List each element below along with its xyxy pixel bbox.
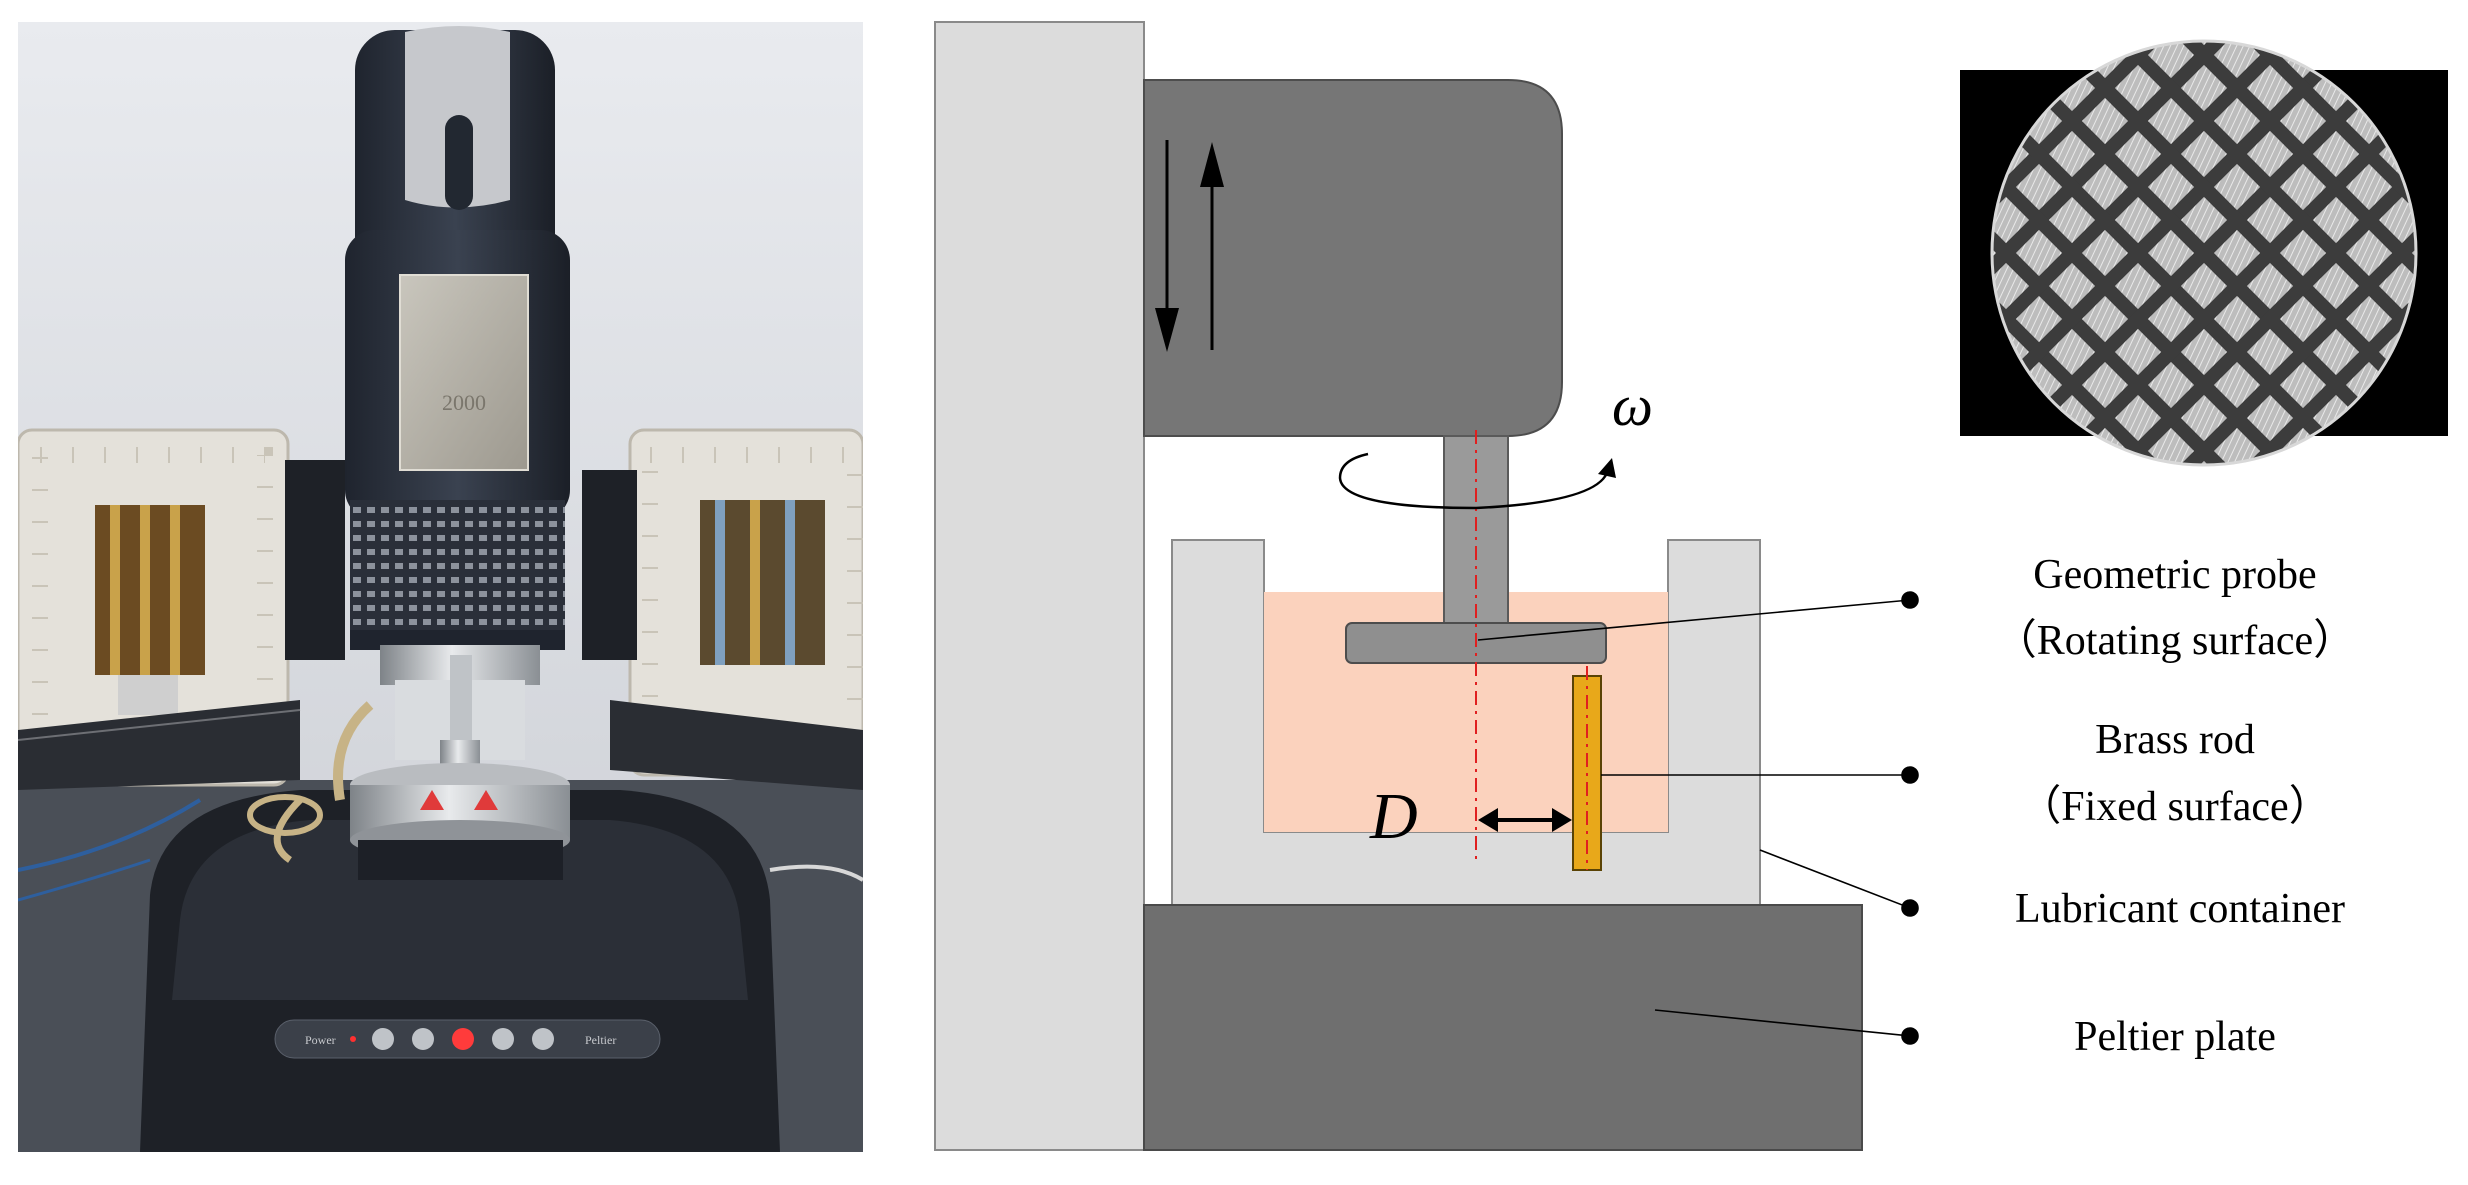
label-container: Lubricant container (2015, 886, 2345, 932)
left-oven (18, 428, 345, 790)
rheometer-tower: 2000 (247, 26, 570, 880)
label-rod-line2: （Fixed surface） (2019, 784, 2330, 830)
groove-line (2167, 41, 2416, 465)
peltier-plate (1143, 904, 1863, 1151)
frame-column (934, 21, 1145, 1151)
schematic: ω D Geometric probe （Rotating surface） B… (934, 21, 2448, 1151)
front-control-panel: Power Peltier (274, 1019, 661, 1059)
right-oven (582, 428, 863, 790)
rheometer-head (1143, 79, 1563, 437)
model-number: 2000 (442, 390, 486, 415)
groove-line (1992, 41, 2175, 465)
rotation-arrow (1338, 452, 1616, 510)
distance-arrow (1478, 808, 1572, 832)
disc-rim (1990, 39, 2418, 467)
groove-line (2233, 41, 2416, 465)
panel-label-right: Peltier (585, 1033, 616, 1047)
label-probe-line1: Geometric probe (2033, 552, 2316, 598)
leader-lines (1477, 591, 1919, 1045)
distance-symbol: D (1369, 780, 1418, 853)
omega-symbol: ω (1612, 373, 1653, 438)
groove-line (2233, 41, 2416, 465)
groove-line (2101, 41, 2416, 465)
label-probe-line2: （Rotating surface） (1995, 618, 2355, 664)
panel-label-left: Power (305, 1033, 336, 1047)
groove-line (1992, 41, 2241, 465)
vertical-motion-arrows (1155, 140, 1224, 352)
instrument-photo: Power Peltier (18, 22, 863, 1152)
groove-line (1992, 41, 2373, 465)
label-peltier: Peltier plate (2074, 1014, 2276, 1060)
label-rod-line1: Brass rod (2095, 717, 2255, 763)
groove-line (1992, 41, 2307, 465)
groove-line (2035, 41, 2416, 465)
groove-line (1992, 41, 2175, 465)
